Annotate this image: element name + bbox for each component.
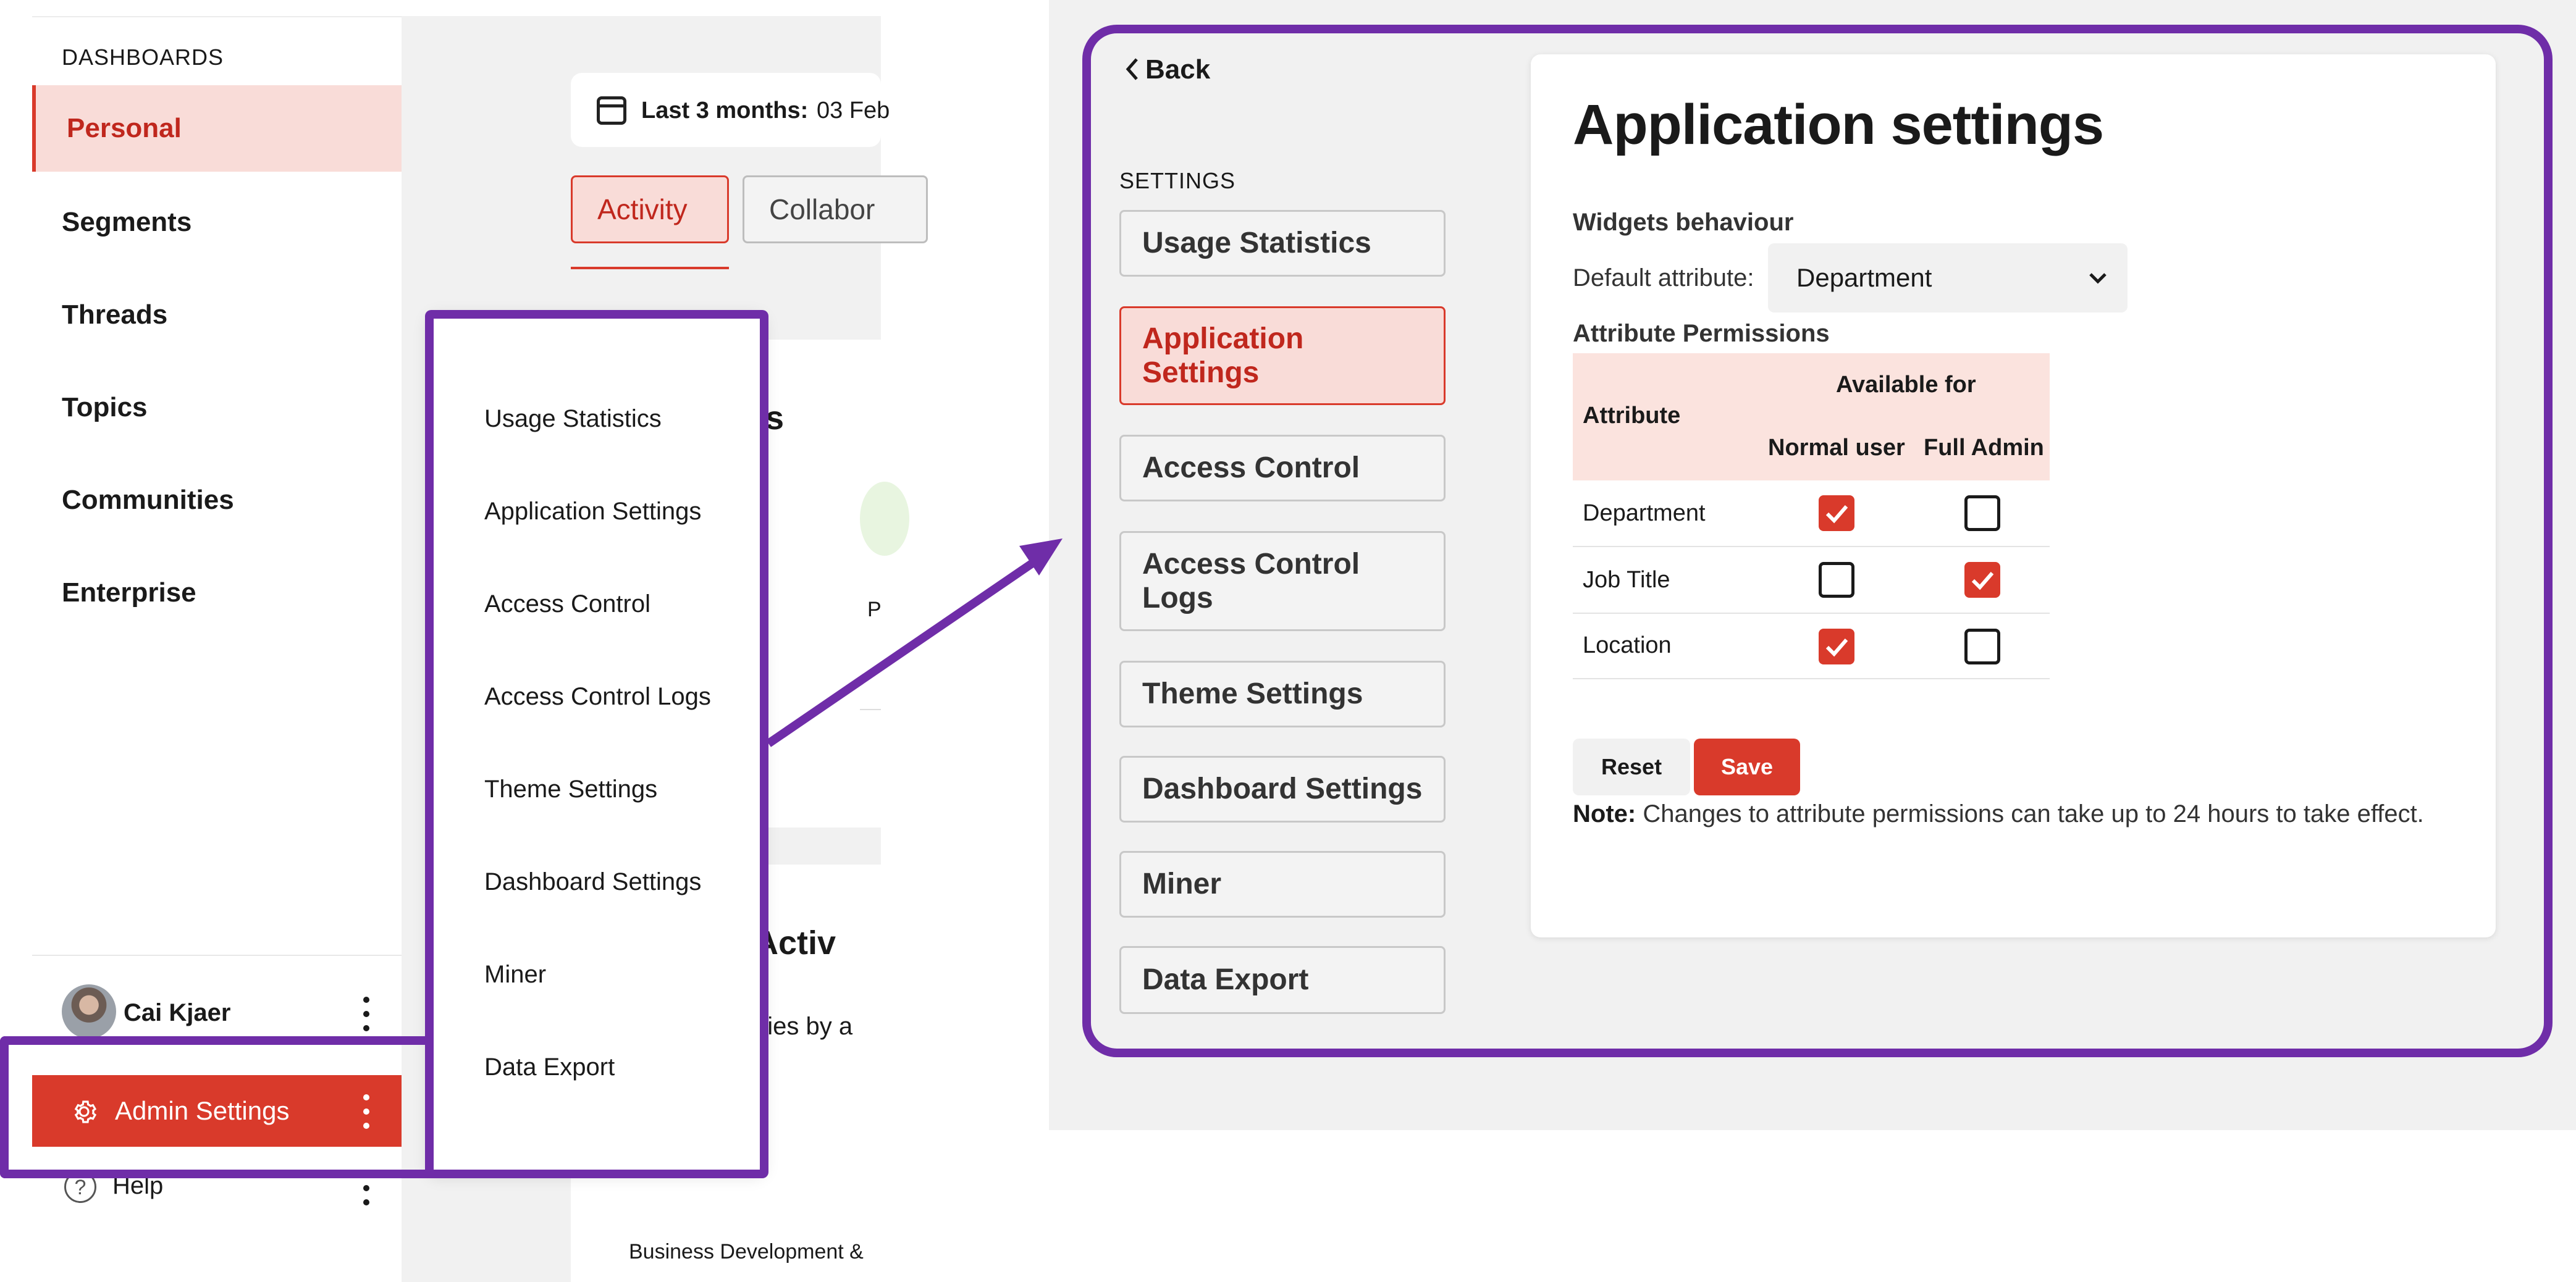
user-name: Cai Kjaer [124,999,231,1026]
table-row-divider [1573,613,2050,614]
save-button[interactable]: Save [1694,739,1801,795]
popup-item-application-settings[interactable]: Application Settings [484,498,702,525]
table-row-divider [1573,546,2050,547]
checkbox-department-full-admin[interactable] [1964,495,2000,531]
date-range-label: Last 3 months: [641,98,809,124]
dashboards-heading: DASHBOARDS [62,44,224,70]
sidebar-item-threads[interactable]: Threads [62,300,168,330]
permissions-table-header [1573,353,2050,480]
popup-item-usage-statistics[interactable]: Usage Statistics [484,405,662,432]
date-range-value: 03 Feb [817,98,890,124]
widgets-behaviour-heading: Widgets behaviour [1573,209,1794,236]
date-range-card[interactable] [571,73,881,147]
back-link[interactable]: Back [1145,54,1211,85]
row-attribute-location: Location [1583,632,1672,658]
popup-item-access-control[interactable]: Access Control [484,590,650,618]
chevron-down-icon [2089,273,2107,284]
checkbox-location-full-admin[interactable] [1964,629,2000,664]
reset-button[interactable]: Reset [1573,739,1691,795]
popup-item-dashboard-settings[interactable]: Dashboard Settings [484,868,702,895]
checkmark-icon [1825,639,1848,657]
admin-settings-popup-menu [426,311,766,1176]
calendar-icon [597,96,626,125]
popup-highlight-outline [425,310,768,1178]
user-more-icon[interactable] [362,997,371,1031]
checkmark-icon [1825,505,1848,524]
settings-nav-access-control-logs[interactable]: Access Control Logs [1119,531,1446,631]
tab-collaboration[interactable]: Collabor [743,175,928,243]
popup-item-access-control-logs[interactable]: Access Control Logs [484,683,711,710]
settings-nav-theme-settings[interactable]: Theme Settings [1119,661,1446,727]
settings-page-highlight-outline [1082,25,2553,1057]
checkmark-icon [1971,572,1994,590]
row-attribute-department: Department [1583,500,1706,526]
popup-item-data-export[interactable]: Data Export [484,1054,615,1081]
sidebar-item-topics[interactable]: Topics [62,392,148,422]
attribute-permissions-heading: Attribute Permissions [1573,320,1830,347]
table-row-divider [1573,678,2050,679]
tab-activity[interactable]: Activity [571,175,729,243]
sidebar-item-segments[interactable]: Segments [62,207,192,237]
permissions-note: Note: Changes to attribute permissions c… [1573,800,2424,828]
note-text: Changes to attribute permissions can tak… [1643,800,2424,827]
sidebar-item-enterprise[interactable]: Enterprise [62,577,196,608]
chevron-left-icon [1126,58,1138,80]
sidebar-item-communities[interactable]: Communities [62,485,234,515]
sidebar-item-personal[interactable]: Personal [32,85,402,172]
stat-ring-chart [860,482,909,556]
default-attribute-select[interactable]: Department [1768,243,2128,312]
checkbox-job-title-normal-user[interactable] [1819,562,1854,598]
sidebar [32,16,402,1282]
avatar[interactable] [62,984,116,1039]
checkbox-department-normal-user[interactable] [1819,495,1854,531]
column-header-full-admin: Full Admin [1924,435,2044,461]
admin-more-icon[interactable] [362,1094,371,1129]
note-prefix: Note: [1573,800,1636,827]
community-list-item: Business Development & [629,1240,864,1263]
settings-nav-application-settings[interactable]: Application Settings [1119,306,1446,405]
page-title: Application settings [1573,93,2104,156]
popup-item-theme-settings[interactable]: Theme Settings [484,776,658,803]
settings-heading: SETTINGS [1119,168,1236,193]
settings-nav-miner[interactable]: Miner [1119,851,1446,918]
admin-button-highlight-outline [0,1036,432,1178]
stat-divider [860,709,881,710]
active-tab-underline [571,267,729,269]
checkbox-job-title-full-admin[interactable] [1964,562,2000,598]
admin-settings-label: Admin Settings [115,1096,290,1125]
gear-icon [74,1100,97,1123]
settings-nav-access-control[interactable]: Access Control [1119,435,1446,501]
popup-item-miner[interactable]: Miner [484,961,547,988]
settings-nav-usage-statistics[interactable]: Usage Statistics [1119,210,1446,277]
admin-settings-button[interactable]: Admin Settings [32,1075,402,1147]
default-attribute-label: Default attribute: [1573,264,1754,291]
application-settings-card [1531,54,2496,937]
settings-nav-data-export[interactable]: Data Export [1119,946,1446,1014]
column-header-available-for: Available for [1836,372,1976,398]
sidebar-divider [32,955,402,956]
stat-label: P [867,598,882,621]
row-attribute-job-title: Job Title [1583,567,1670,593]
settings-nav-dashboard-settings[interactable]: Dashboard Settings [1119,756,1446,823]
column-header-normal-user: Normal user [1768,435,1905,461]
checkbox-location-normal-user[interactable] [1819,629,1854,664]
column-header-attribute: Attribute [1583,403,1681,429]
